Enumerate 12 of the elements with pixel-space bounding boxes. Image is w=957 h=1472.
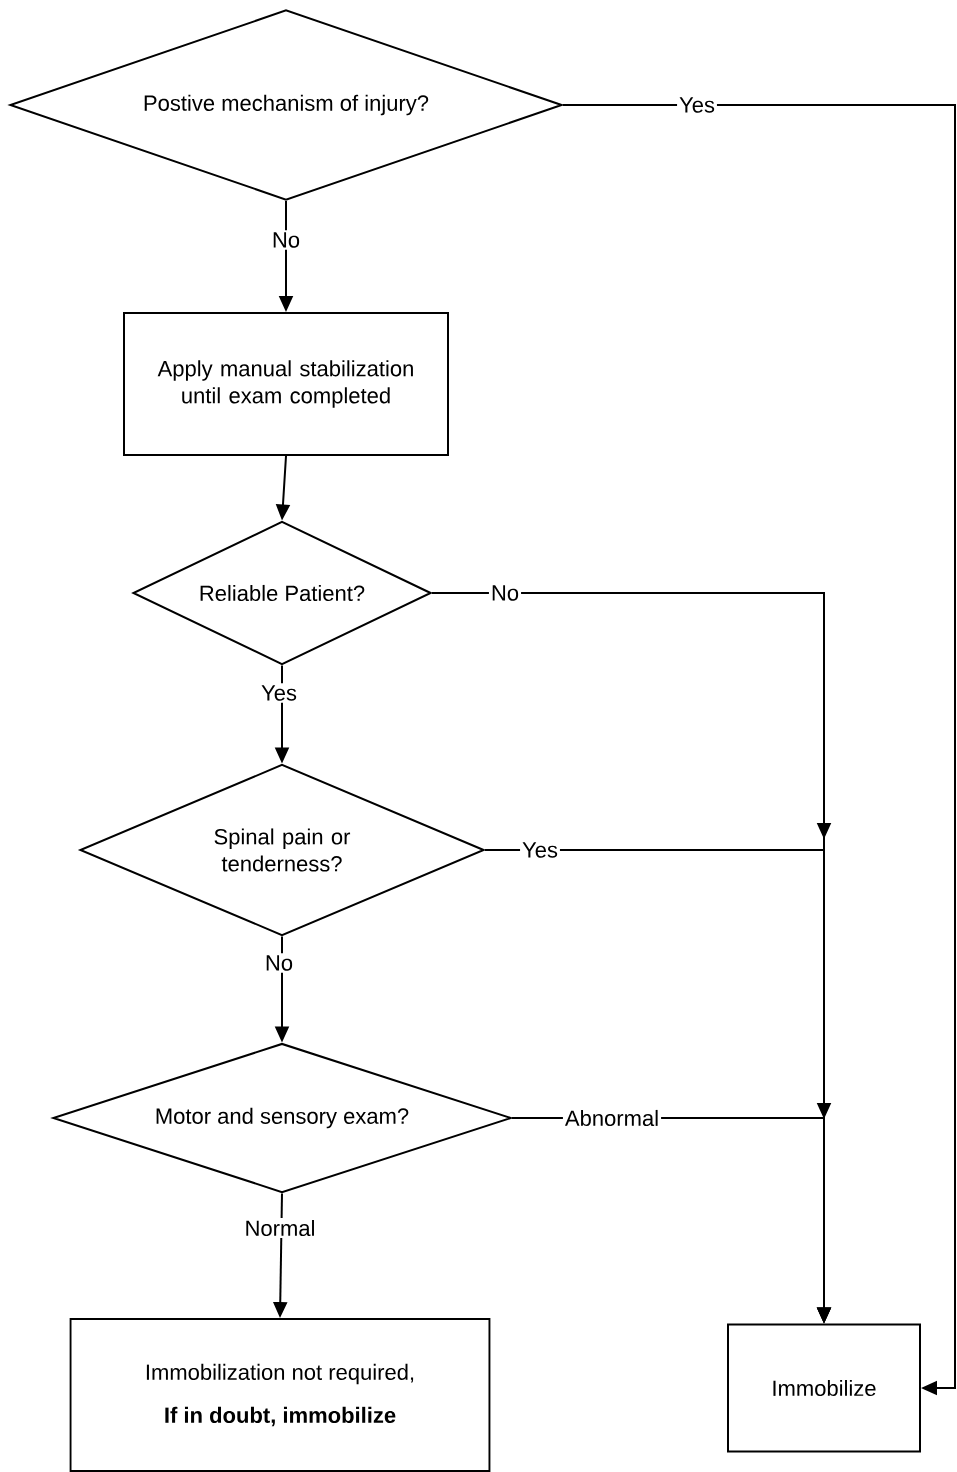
edge-label: Yes (677, 95, 717, 115)
process-box: Immobilization not required, If in doubt, immobilize (69, 1318, 491, 1472)
edge-label: Yes (520, 840, 560, 860)
process-box: Immobilize (727, 1323, 921, 1453)
process-box: Apply manual stabilization until exam completed (123, 312, 449, 456)
edge-label: No (262, 953, 296, 973)
edge-label: Abnormal (562, 1107, 662, 1129)
edge-label: Yes (259, 683, 299, 703)
arrow (562, 104, 956, 1396)
edge-label: No (488, 583, 522, 603)
edge-label: Normal (242, 1217, 318, 1239)
edge-label: No (269, 230, 303, 250)
